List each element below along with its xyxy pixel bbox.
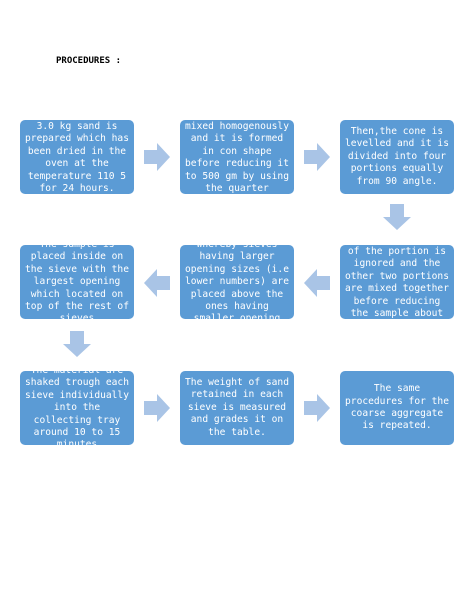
step-3-box: Then,the cone is levelled and it is divi… — [340, 120, 454, 194]
step-7-text: The material are shaked trough each siev… — [25, 371, 129, 445]
arrow-left-2 — [144, 269, 170, 297]
step-1-box: 3.0 kg sand is prepared which has been d… — [20, 120, 134, 194]
arrow-right-2 — [304, 143, 330, 171]
step-1-text: 3.0 kg sand is prepared which has been d… — [25, 121, 129, 194]
step-8-box: The weight of sand retained in each siev… — [180, 371, 294, 445]
step-2-text: mixed homogenously and it is formed in c… — [185, 121, 289, 194]
step-5-text: whereby sieves having larger opening siz… — [185, 245, 289, 319]
step-6-text: The sample is placed inside on the sieve… — [25, 245, 129, 319]
step-9-text: The same procedures for the coarse aggre… — [345, 383, 449, 432]
arrow-left-1 — [304, 269, 330, 297]
step-9-box: The same procedures for the coarse aggre… — [340, 371, 454, 445]
arrow-right-3 — [144, 394, 170, 422]
page-title: PROCEDURES : — [56, 56, 122, 66]
step-6-box: The sample is placed inside on the sieve… — [20, 245, 134, 319]
step-4-text: of the portion is ignored and the other … — [345, 246, 449, 319]
arrow-down-1 — [383, 204, 411, 230]
arrow-right-1 — [144, 143, 170, 171]
step-3-text: Then,the cone is levelled and it is divi… — [345, 125, 449, 187]
step-2-box: mixed homogenously and it is formed in c… — [180, 120, 294, 194]
step-5-box: whereby sieves having larger opening siz… — [180, 245, 294, 319]
step-8-text: The weight of sand retained in each siev… — [185, 377, 289, 438]
arrow-right-4 — [304, 394, 330, 422]
step-4-box: of the portion is ignored and the other … — [340, 245, 454, 319]
arrow-down-2 — [63, 331, 91, 357]
step-7-box: The material are shaked trough each siev… — [20, 371, 134, 445]
